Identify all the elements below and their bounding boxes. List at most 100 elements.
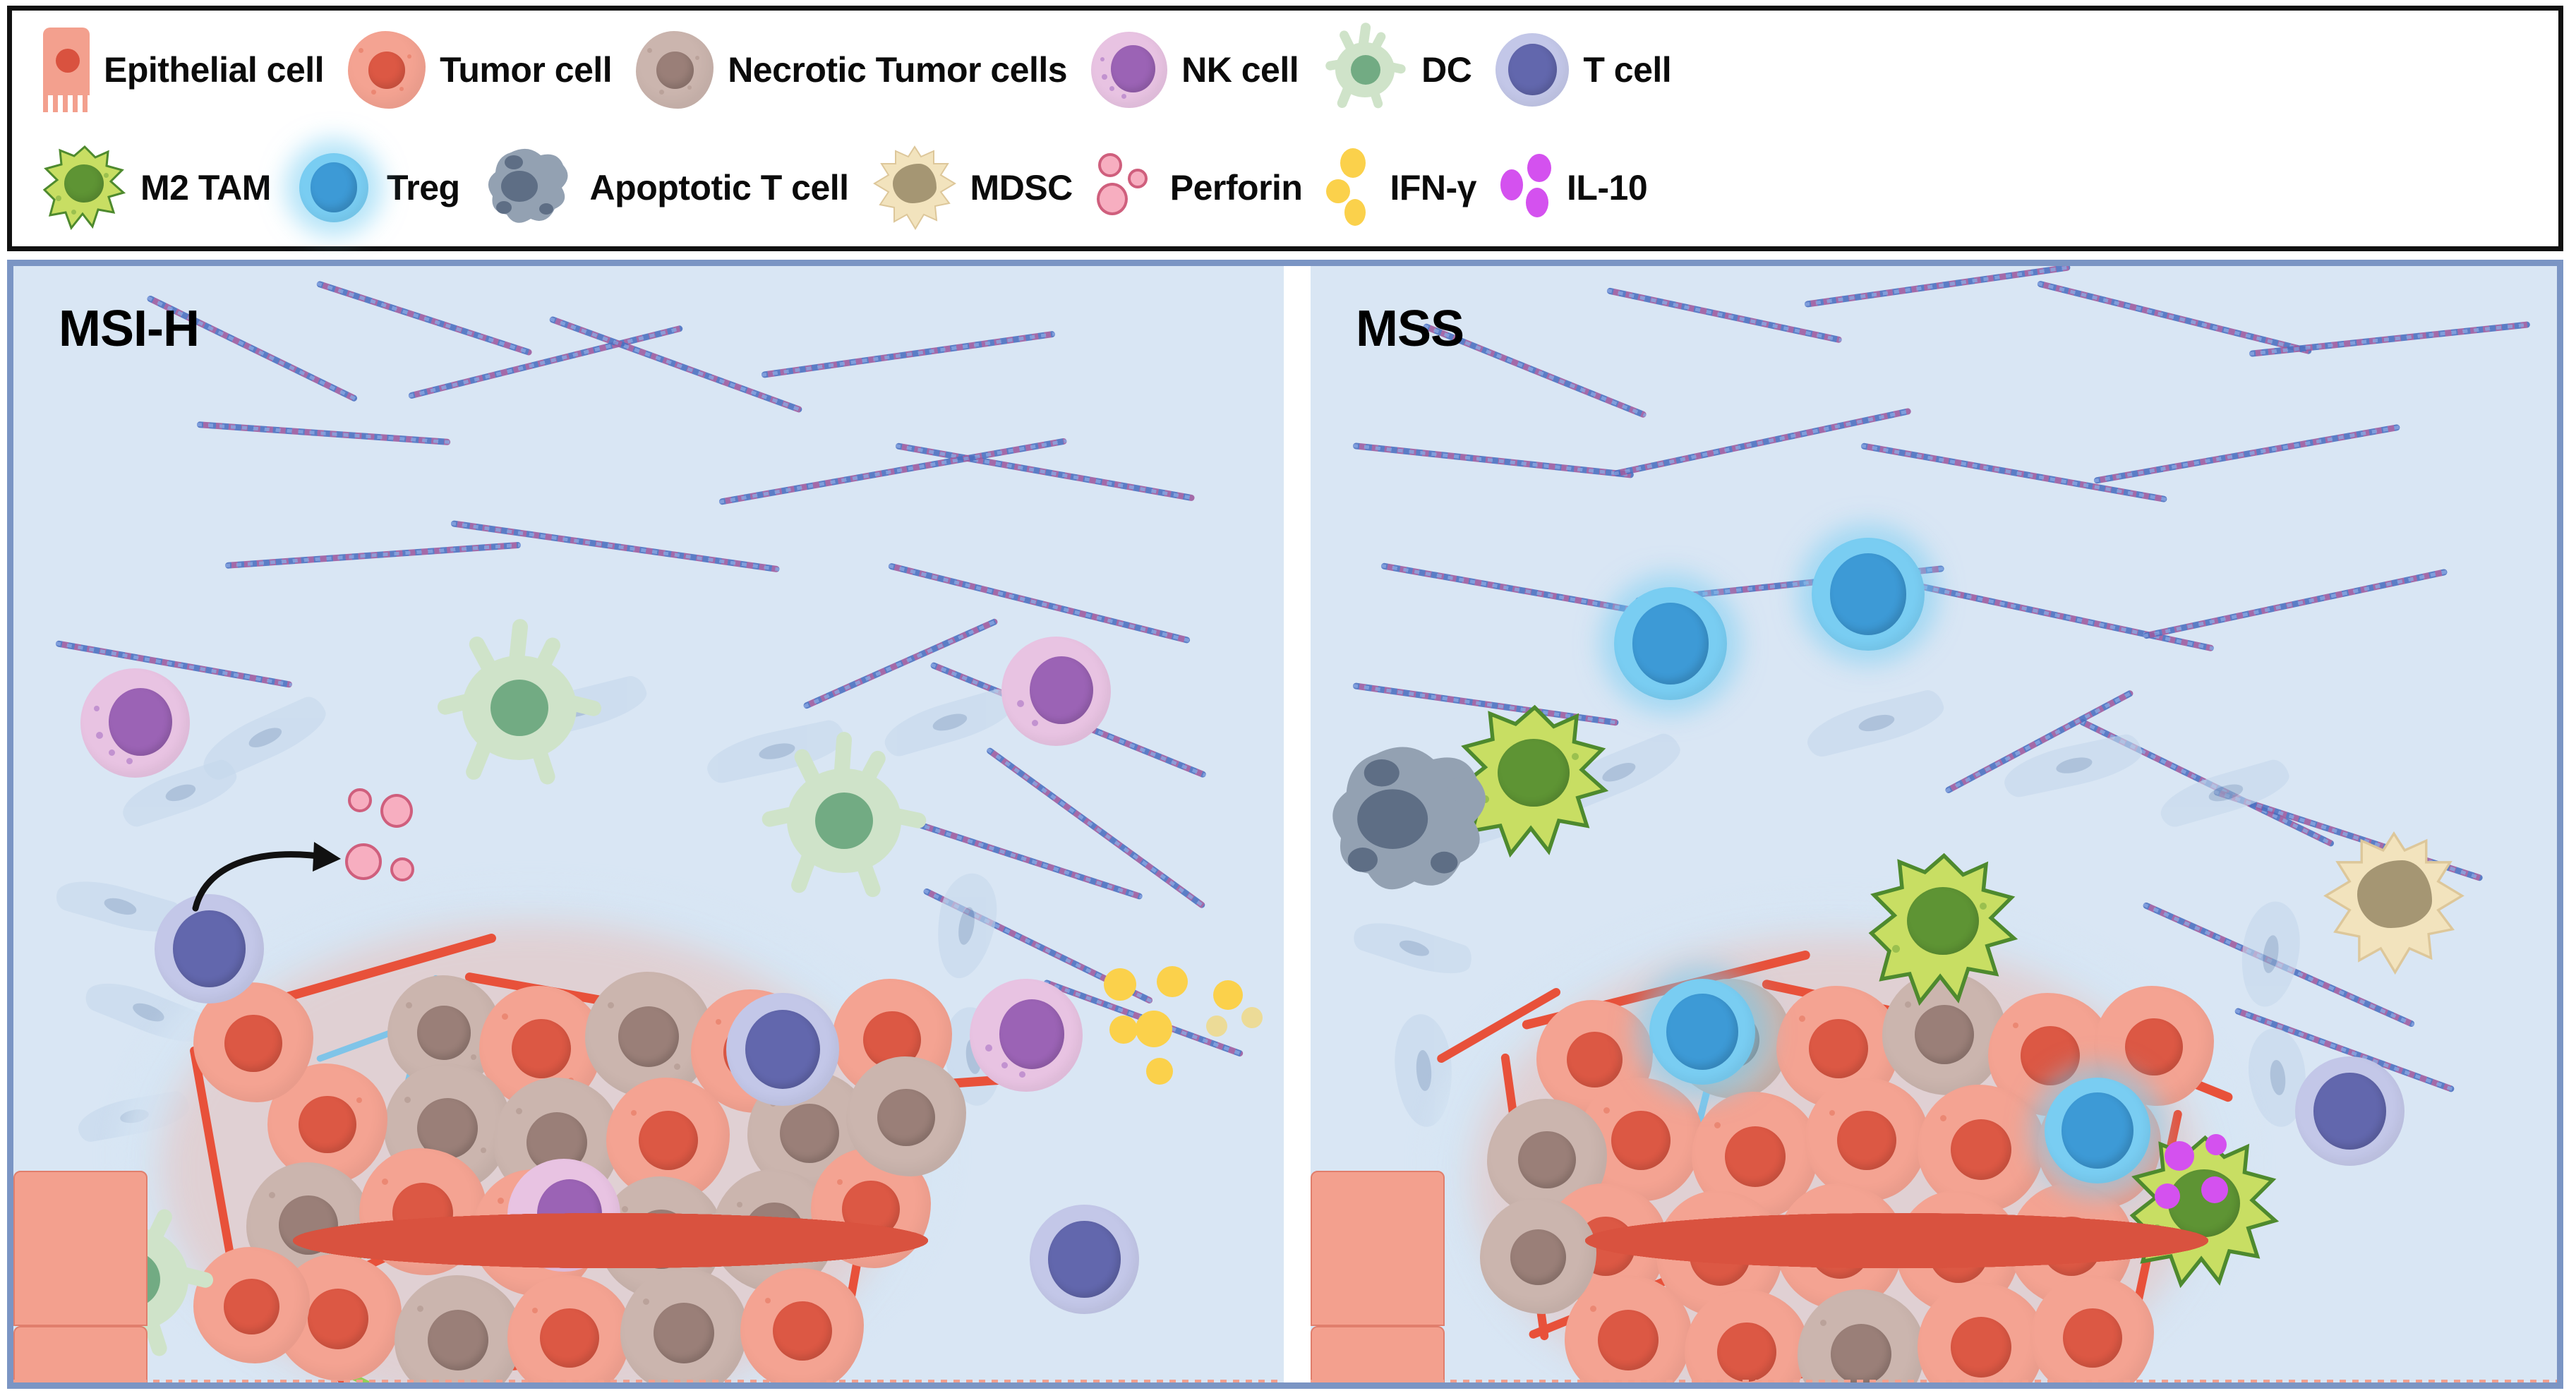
apoptotic-t-cell[interactable] [1325, 739, 1501, 905]
legend-item-mdsc[interactable]: MDSC [872, 128, 1097, 246]
legend-item-tumor-cell[interactable]: Tumor cell [348, 11, 636, 128]
dendritic-cell-icon [1323, 21, 1407, 116]
legend-item-nk-cell[interactable]: NK cell [1091, 11, 1323, 128]
collagen-fiber [1352, 442, 1635, 478]
stromal-fibroblast [1999, 731, 2146, 800]
stromal-fibroblast [929, 869, 1004, 983]
necrotic-tumor-cell [1882, 972, 2006, 1095]
nk-cell[interactable] [1001, 637, 1111, 746]
legend-label: Perforin [1169, 167, 1303, 207]
legend-label: IL-10 [1566, 167, 1648, 207]
legend-item-treg[interactable]: Treg [295, 128, 484, 246]
dendritic-cell[interactable] [435, 618, 603, 795]
t-cell[interactable] [2295, 1056, 2405, 1166]
tumor-cell [740, 1268, 864, 1382]
legend-label: NK cell [1181, 49, 1299, 90]
panel-title-mss: MSS [1356, 301, 1464, 357]
panel-mss: MSS [1311, 266, 2557, 1382]
il-10-icon [1500, 150, 1553, 226]
collagen-fiber [2249, 321, 2531, 357]
nk-cell[interactable] [970, 979, 1083, 1092]
treg-cell[interactable] [2045, 1078, 2150, 1183]
ifn-gamma-granule [1104, 968, 1136, 1001]
dendritic-cell[interactable] [760, 731, 928, 908]
tumor-cell [1565, 1275, 1692, 1382]
nk-cell[interactable] [80, 668, 190, 778]
legend-item-perforin[interactable]: Perforin [1096, 128, 1327, 246]
panel-divider [1284, 266, 1311, 1382]
collagen-fiber [315, 280, 533, 356]
tumor-cell-icon [348, 30, 426, 109]
epithelial-cell [1311, 1213, 2557, 1382]
tumor-cell [1685, 1289, 1808, 1382]
ifn-gamma-granule [1136, 1011, 1172, 1047]
collagen-fiber [2093, 423, 2401, 484]
legend-item-il-10[interactable]: IL-10 [1500, 128, 1671, 246]
m2-tam-cell[interactable] [1459, 704, 1611, 859]
treg-cell[interactable] [1649, 979, 1755, 1085]
legend-item-epithelial-cell[interactable]: Epithelial cell [43, 11, 348, 128]
collagen-fiber [802, 617, 999, 710]
legend-row-2: M2 TAM Treg [12, 128, 2558, 246]
legend-label: Treg [386, 167, 460, 207]
legend-item-m2-tam[interactable]: M2 TAM [42, 128, 295, 246]
collagen-fiber [2036, 280, 2313, 355]
treg-cell[interactable] [1614, 587, 1727, 700]
treg-cell[interactable] [1812, 538, 1925, 651]
m2-tam-cell[interactable] [1868, 852, 2020, 1007]
necrotic-tumor-cell [1798, 1289, 1925, 1382]
necrotic-tumor-cell [1480, 1198, 1596, 1314]
tumor-cell [193, 1247, 310, 1363]
perforin-icon [1096, 149, 1156, 227]
collagen-fiber [1606, 287, 1843, 344]
necrotic-tumor-cell [620, 1268, 747, 1382]
epithelial-cell [13, 1171, 1284, 1382]
t-cell[interactable] [726, 993, 839, 1106]
ifn-gamma-granule [1146, 1058, 1173, 1085]
tumor-cell [2030, 1275, 2154, 1382]
legend-item-necrotic-tumor-cells[interactable]: Necrotic Tumor cells [636, 11, 1091, 128]
perforin-granule [345, 843, 382, 880]
epithelial-layer [1311, 1171, 2557, 1382]
legend-label: T cell [1583, 49, 1672, 90]
legend-label: Epithelial cell [104, 49, 325, 90]
ifn-gamma-granule [1206, 1016, 1227, 1037]
epithelial-layer [13, 1171, 1284, 1382]
collagen-fiber [887, 562, 1191, 644]
microenvironment-panels: MSI-H [7, 260, 2563, 1389]
collagen-fiber [1889, 577, 2215, 652]
legend-box: Epithelial cell Tumor cell [7, 6, 2563, 251]
legend-label: MDSC [970, 167, 1073, 207]
panel-title-msi-h: MSI-H [59, 301, 200, 357]
stromal-fibroblast [1802, 687, 1949, 760]
legend-item-ifn-gamma[interactable]: IFN-γ [1326, 128, 1500, 246]
tumor-cell [1805, 1078, 1928, 1201]
il-10-granule [2155, 1183, 2180, 1209]
ifn-gamma-granule [1241, 1007, 1263, 1028]
legend-item-dc[interactable]: DC [1323, 11, 1495, 128]
legend-item-apoptotic-t-cell[interactable]: Apoptotic T cell [484, 128, 873, 246]
perforin-granule [390, 857, 414, 881]
legend-item-t-cell[interactable]: T cell [1495, 11, 1695, 128]
t-cell[interactable] [155, 894, 264, 1004]
tumor-cell [606, 1078, 730, 1201]
mdsc-icon [872, 145, 956, 230]
t-cell-icon [1495, 32, 1570, 107]
treg-icon [295, 149, 373, 227]
ifn-gamma-granule [1213, 980, 1243, 1010]
stromal-fibroblast [1350, 912, 1476, 984]
il-10-granule [2165, 1141, 2194, 1171]
collagen-fiber [2143, 568, 2448, 639]
t-cell[interactable] [1030, 1205, 1139, 1314]
legend-label: DC [1421, 49, 1472, 90]
collagen-fiber [55, 640, 293, 688]
legend-label: Tumor cell [440, 49, 613, 90]
collagen-fiber [224, 541, 522, 569]
mdsc-cell[interactable] [2323, 831, 2464, 975]
legend-label: Apoptotic T cell [589, 167, 850, 207]
il-10-granule [2201, 1176, 2228, 1203]
apoptotic-t-cell-icon [484, 145, 576, 230]
epithelial-cell [13, 1213, 1284, 1382]
ifn-gamma-granule [1109, 1016, 1138, 1044]
